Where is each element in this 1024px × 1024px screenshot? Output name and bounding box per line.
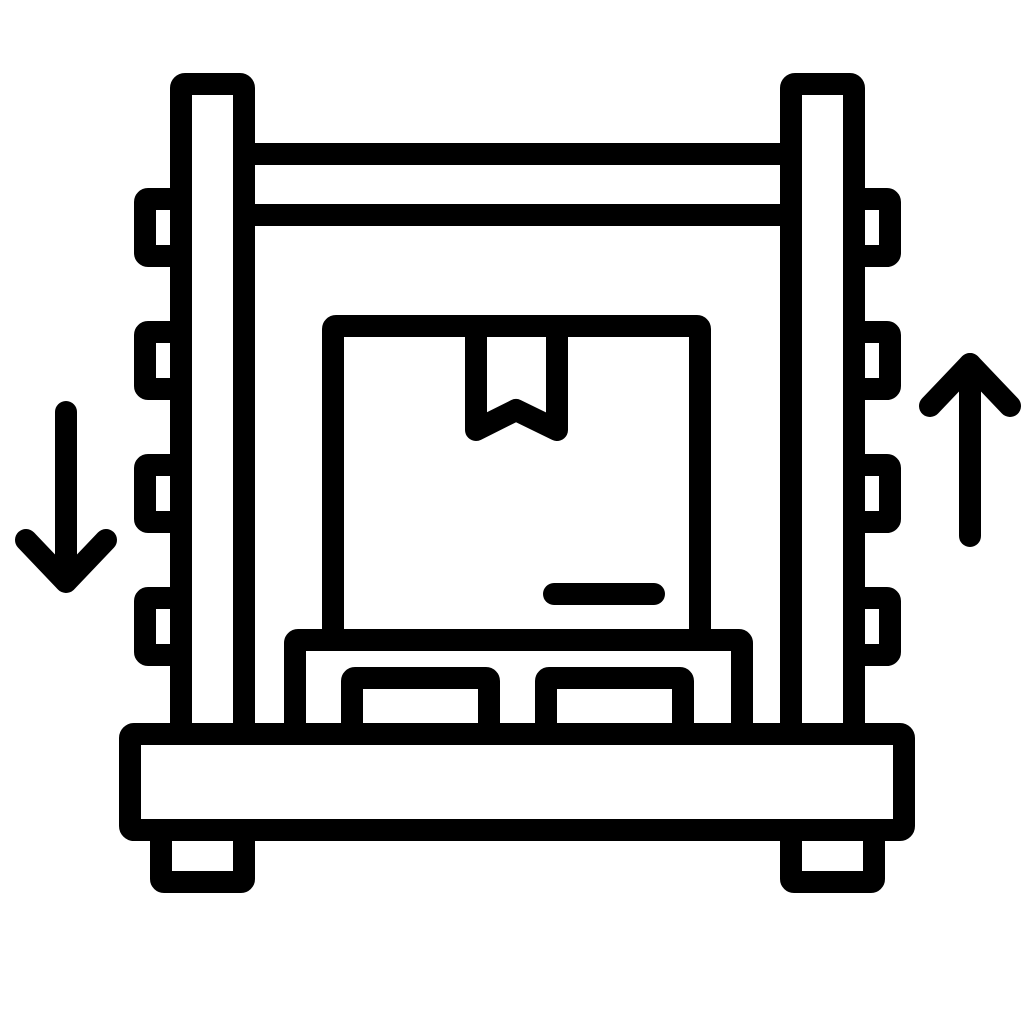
right-pegs: [843, 188, 901, 666]
down-arrow-icon: [15, 401, 117, 593]
box-tape: [465, 315, 568, 441]
down-arrow-head: [15, 529, 117, 593]
right-peg: [843, 321, 901, 400]
left-pegs: [134, 188, 192, 666]
up-arrow-icon: [919, 353, 1021, 547]
left-peg: [134, 454, 192, 533]
pallet-icon: [284, 629, 753, 745]
left-peg: [134, 321, 192, 400]
right-peg: [843, 454, 901, 533]
left-peg: [134, 587, 192, 666]
right-foot: [780, 819, 885, 893]
up-arrow-head: [919, 353, 1021, 417]
right-peg: [843, 188, 901, 267]
box-icon: [322, 315, 711, 651]
left-peg: [134, 188, 192, 267]
right-peg: [843, 587, 901, 666]
base-platform: [119, 723, 915, 841]
top-crossbar: [233, 143, 802, 226]
left-foot: [150, 819, 255, 893]
